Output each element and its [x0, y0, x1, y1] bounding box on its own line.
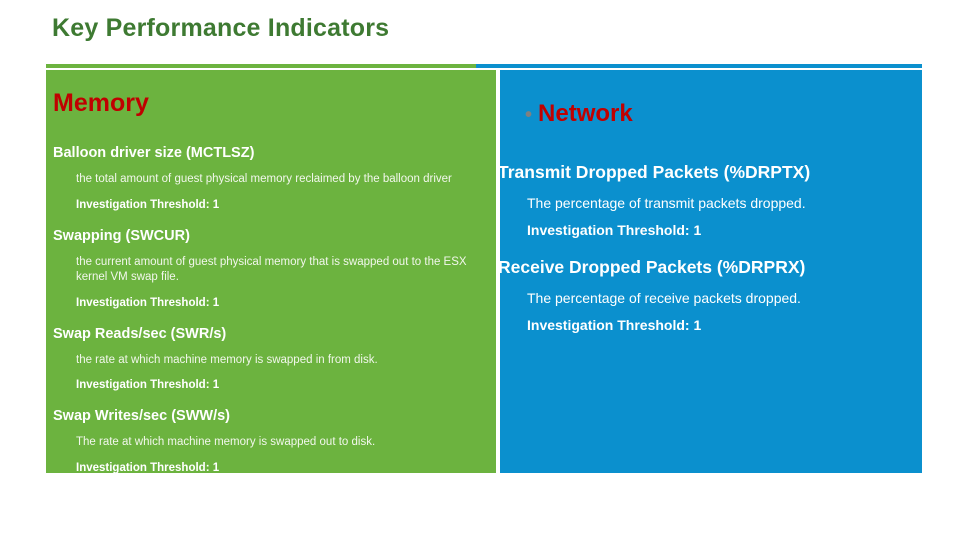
kpi-description: The rate at which machine memory is swap… [76, 436, 376, 449]
kpi-name: Swap Reads/sec (SWR/s) [53, 325, 227, 342]
memory-panel: Memory Balloon driver size (MCTLSZ) the … [46, 70, 496, 473]
kpi-item-swap-writes-per-sec: Swap Writes/sec (SWW/s) The rate at whic… [46, 407, 496, 473]
kpi-name: Swap Writes/sec (SWW/s) [53, 408, 230, 425]
memory-section-heading: Memory [53, 89, 149, 117]
kpi-investigation-threshold: Investigation Threshold: 1 [76, 461, 220, 473]
bullet-icon: • [525, 104, 533, 126]
kpi-item-swap-reads-per-sec: Swap Reads/sec (SWR/s) the rate at which… [46, 325, 496, 394]
kpi-investigation-threshold: Investigation Threshold: 1 [527, 317, 702, 334]
memory-kpi-list: Balloon driver size (MCTLSZ) the total a… [46, 130, 496, 473]
network-panel: • Network Transmit Dropped Packets (%DRP… [500, 70, 922, 473]
kpi-description: the current amount of guest physical mem… [76, 255, 467, 284]
kpi-investigation-threshold: Investigation Threshold: 1 [527, 222, 702, 239]
kpi-name: Receive Dropped Packets (%DRPRX) [500, 257, 806, 278]
network-kpi-list: Transmit Dropped Packets (%DRPTX) The pe… [500, 144, 922, 335]
page-title: Key Performance Indicators [52, 14, 390, 42]
kpi-item-receive-dropped-packets: Receive Dropped Packets (%DRPRX) The per… [500, 257, 922, 334]
kpi-description: the rate at which machine memory is swap… [76, 353, 378, 366]
kpi-description: the total amount of guest physical memor… [76, 173, 452, 186]
kpi-investigation-threshold: Investigation Threshold: 1 [76, 296, 220, 309]
title-rule-blue-segment [476, 64, 922, 68]
network-section-heading-label: Network [538, 100, 633, 127]
kpi-item-transmit-dropped-packets: Transmit Dropped Packets (%DRPTX) The pe… [500, 162, 922, 239]
kpi-description: The percentage of receive packets droppe… [527, 290, 801, 307]
kpi-description: The percentage of transmit packets dropp… [527, 194, 806, 211]
kpi-name: Transmit Dropped Packets (%DRPTX) [500, 162, 811, 182]
kpi-investigation-threshold: Investigation Threshold: 1 [76, 198, 220, 211]
kpi-name: Balloon driver size (MCTLSZ) [53, 145, 255, 161]
kpi-item-swapping: Swapping (SWCUR) the current amount of g… [46, 227, 496, 311]
kpi-investigation-threshold: Investigation Threshold: 1 [76, 379, 220, 392]
title-divider-rule [46, 64, 922, 68]
kpi-name: Swapping (SWCUR) [53, 227, 190, 244]
kpi-item-balloon-driver-size: Balloon driver size (MCTLSZ) the total a… [46, 144, 496, 213]
title-rule-green-segment [46, 64, 476, 68]
network-section-heading: • Network [525, 100, 633, 128]
